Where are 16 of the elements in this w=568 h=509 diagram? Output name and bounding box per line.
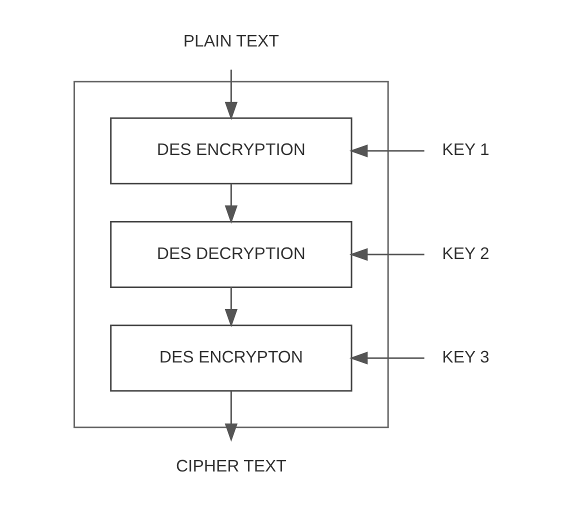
arrow — [224, 287, 238, 328]
arrow — [348, 144, 424, 158]
node-text: KEY 2 — [442, 244, 489, 263]
node-box: DES ENCRYPTION — [110, 117, 352, 184]
arrow — [224, 184, 238, 224]
arrow — [224, 70, 238, 120]
node-text: KEY 3 — [442, 347, 489, 366]
node-box: DES ENCRYPTON — [110, 324, 352, 392]
node-text: KEY 1 — [442, 140, 489, 160]
arrow — [348, 248, 424, 261]
node-text: CIPHER TEXT — [175, 456, 286, 476]
node-text: PLAIN TEXT — [182, 31, 278, 50]
node-box: DES DECRYPTION — [110, 220, 352, 288]
cluster — [73, 80, 388, 428]
arrow — [348, 352, 424, 364]
arrow — [224, 391, 238, 442]
